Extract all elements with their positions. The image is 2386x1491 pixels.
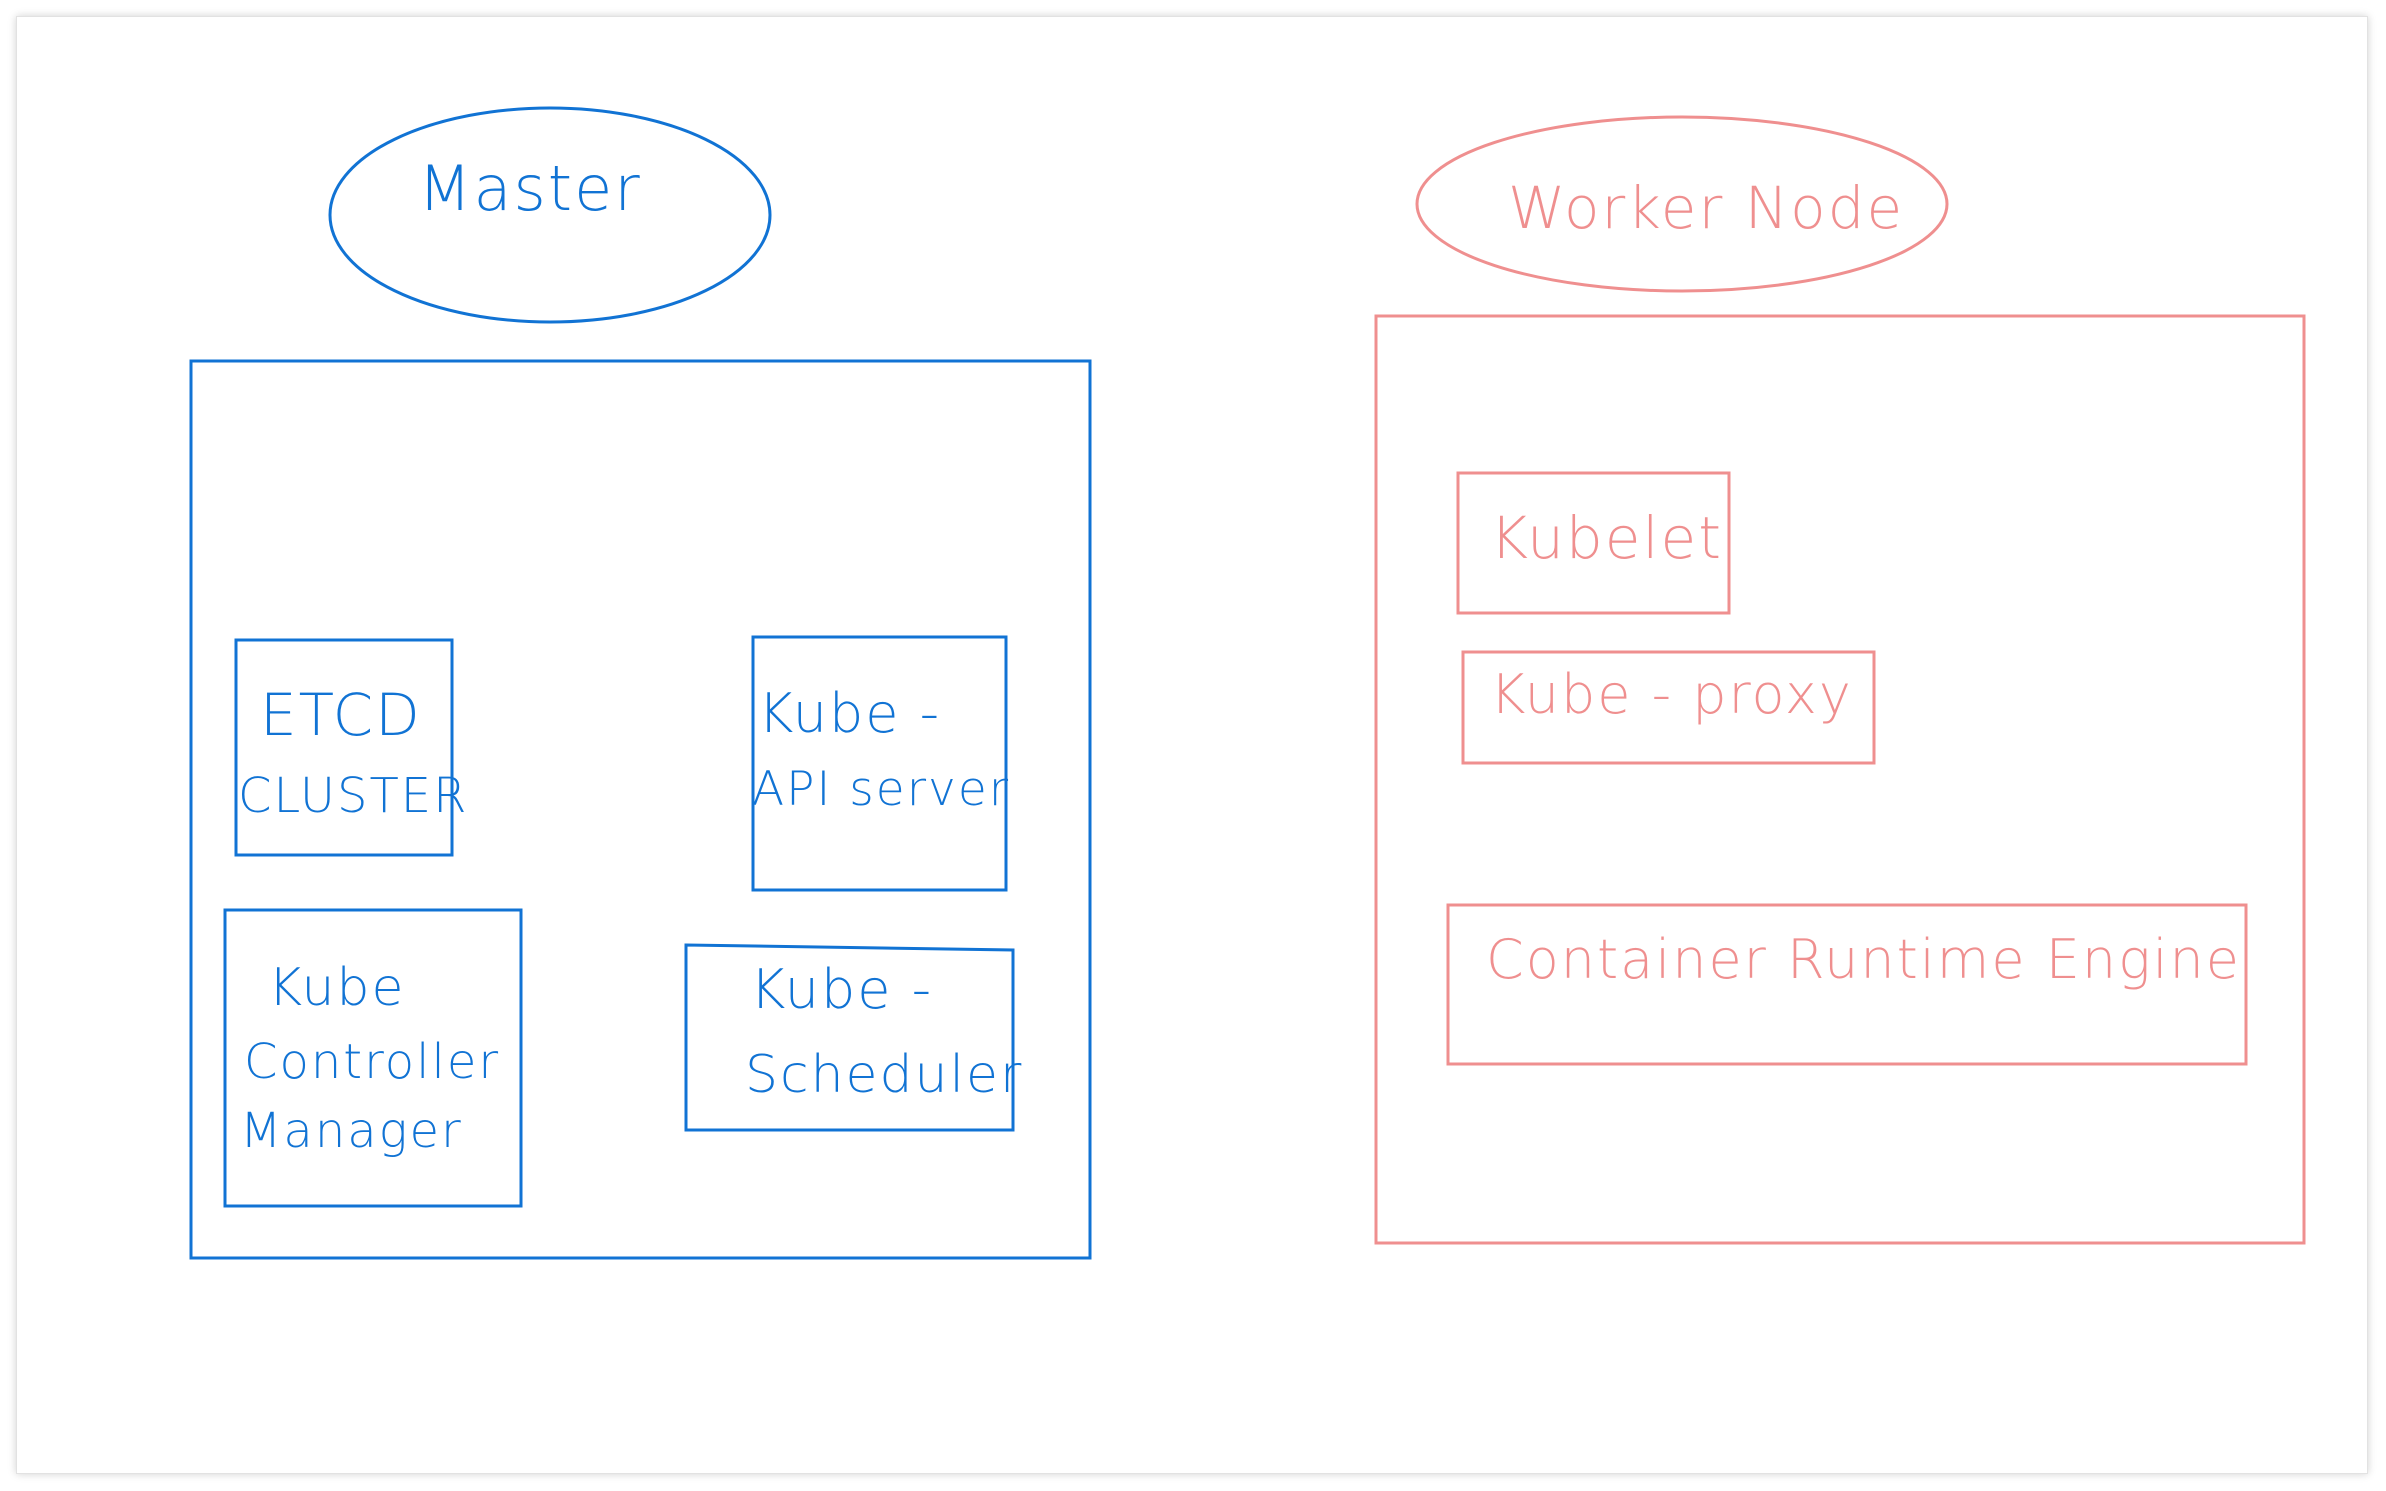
kube-controller-manager-label-line2: Controller [244, 1034, 500, 1090]
etcd-label-line1: ETCD [260, 681, 422, 749]
kube-controller-manager-label-line3: Manager [240, 1103, 463, 1159]
container-runtime-engine-box [1446, 903, 2248, 1066]
kube-apiserver-label-line1: Kube - [758, 682, 941, 745]
kubelet-label: Kubelet [1490, 504, 1723, 572]
kube-scheduler-box [684, 943, 1015, 1132]
worker-title: Worker Node [1508, 174, 1904, 242]
kube-apiserver-box [751, 635, 1008, 892]
etcd-label-line2: CLUSTER [238, 768, 468, 824]
worker-title-ellipse [1415, 115, 1949, 293]
etcd-cluster-box [234, 638, 454, 857]
kube-scheduler-label-line2: Scheduler [745, 1045, 1023, 1105]
worker-node-box [1374, 314, 2306, 1245]
kube-proxy-label: Kube - proxy [1490, 663, 1853, 726]
master-box [189, 359, 1092, 1260]
container-runtime-engine-label: Container Runtime Engine [1486, 928, 2241, 991]
kubelet-box [1456, 471, 1731, 615]
kube-controller-manager-box [223, 908, 523, 1208]
master-title-ellipse [328, 106, 772, 324]
master-title: Master [418, 152, 642, 225]
kube-apiserver-label-line2: API server [752, 762, 1010, 817]
kube-controller-manager-label-line1: Kube [268, 958, 405, 1018]
kube-scheduler-label-line1: Kube - [750, 958, 933, 1021]
kube-proxy-box [1461, 650, 1876, 765]
drawing-canvas [16, 16, 2368, 1474]
